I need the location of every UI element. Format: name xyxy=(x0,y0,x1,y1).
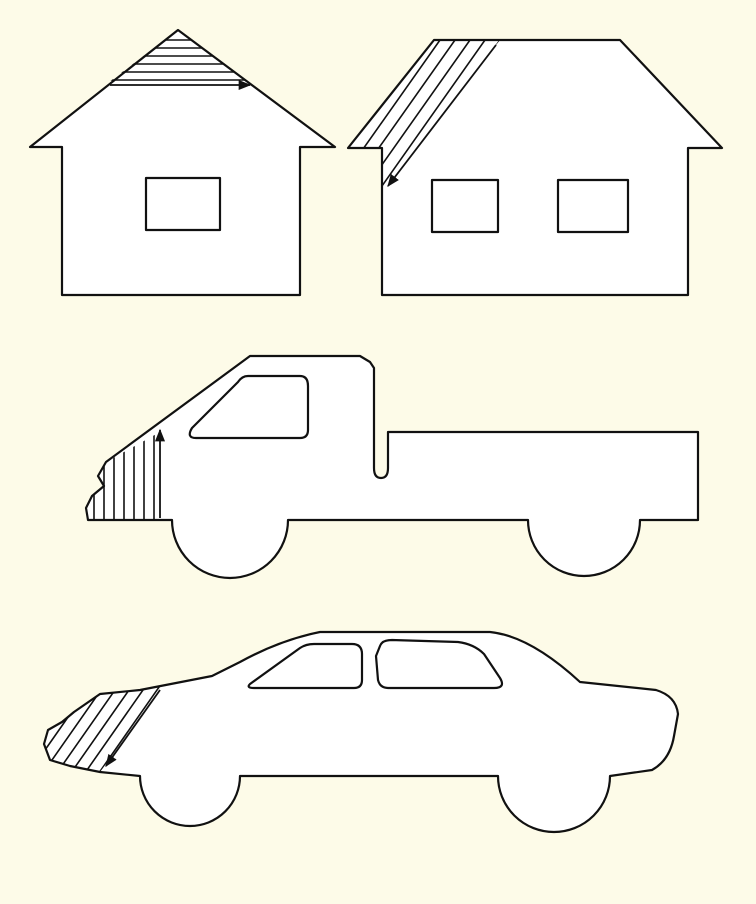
large-house-window-right xyxy=(558,180,628,232)
small-house-window xyxy=(146,178,220,230)
large-house-window-left xyxy=(432,180,498,232)
